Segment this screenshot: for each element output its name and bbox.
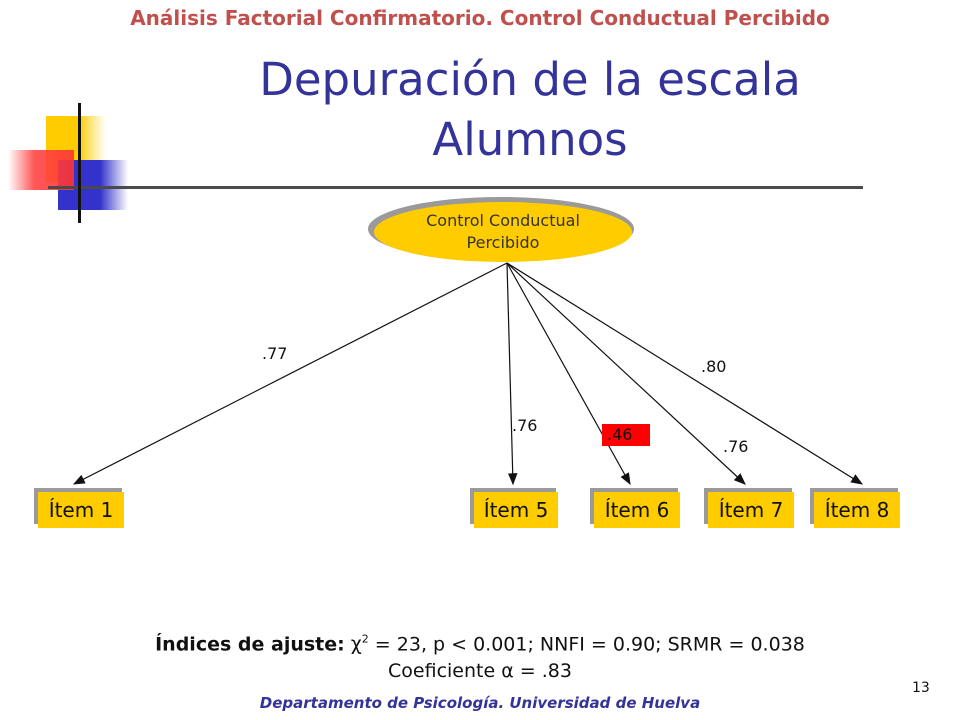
item-box-7: Ítem 7 [708,492,794,528]
alpha-coefficient: Coeficiente α = .83 [0,660,960,682]
path-arrow-item-7 [506,262,746,485]
slide-footer: Departamento de Psicología. Universidad … [259,694,701,712]
item-box-8: Ítem 8 [814,492,900,528]
path-arrow-item-5 [506,262,518,486]
slide-title: Depuración de la escala Alumnos [180,50,880,170]
item-box-5: Ítem 5 [474,492,558,528]
item-box-6: Ítem 6 [594,492,680,528]
loading-item-8: .80 [701,357,727,376]
loading-item-1: .77 [262,344,288,363]
factor-label-line-2: Percibido [466,233,540,252]
page-number: 13 [912,680,930,696]
item-box-1: Ítem 1 [38,492,124,528]
factor-label-line-1: Control Conductual [426,211,580,230]
title-line-2: Alumnos [432,113,628,166]
path-arrow-item-6 [506,262,631,486]
loading-item-5: .76 [512,416,538,435]
path-arrow-item-1 [72,262,508,485]
latent-factor-ellipse: Control Conductual Percibido [374,202,632,262]
alpha-symbol: α [501,660,514,682]
alpha-prefix: Coeficiente [388,660,502,682]
decorative-horizontal-rule [48,186,863,189]
decorative-vertical-rule [78,103,81,223]
loading-item-6-flagged: .46 [602,424,650,446]
fit-indices: Índices de ajuste: χ2 = 23, p < 0.001; N… [0,633,960,655]
title-line-1: Depuración de la escala [259,53,801,106]
fit-indices-label: Índices de ajuste: [155,633,345,656]
slide-header: Análisis Factorial Confirmatorio. Contro… [130,6,830,30]
fit-indices-values: = 23, p < 0.001; NNFI = 0.90; SRMR = 0.0… [368,633,805,656]
chi-square-symbol: χ2 [350,633,369,656]
path-arrow-item-8 [506,262,864,485]
decorative-red-square [8,150,74,190]
alpha-value: = .83 [513,660,572,682]
loading-item-7: .76 [723,437,749,456]
